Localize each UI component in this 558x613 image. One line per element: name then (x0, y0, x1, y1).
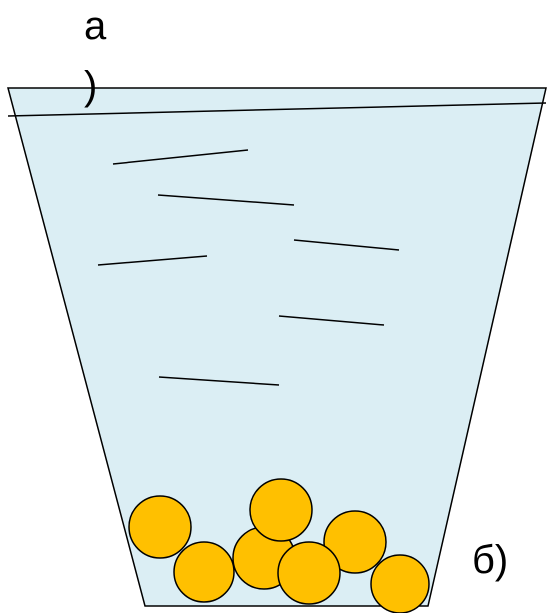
label-a: а (84, 4, 107, 48)
water-streak-1 (112, 149, 249, 165)
water-streak-5 (278, 315, 385, 326)
ball-6 (277, 541, 341, 605)
ball-4 (249, 478, 313, 542)
label-b: б) (472, 538, 509, 582)
ball-2 (323, 510, 387, 574)
water-glass (7, 87, 547, 607)
ball-1 (128, 495, 192, 559)
water-streak-3 (293, 239, 400, 251)
ball-7 (370, 554, 430, 613)
ball-5 (173, 541, 235, 603)
water-surface-line (7, 102, 547, 117)
water-streak-6 (158, 376, 280, 386)
water-streak-2 (157, 194, 295, 206)
label-a-paren: ) (84, 64, 98, 108)
water-streak-4 (97, 255, 208, 266)
